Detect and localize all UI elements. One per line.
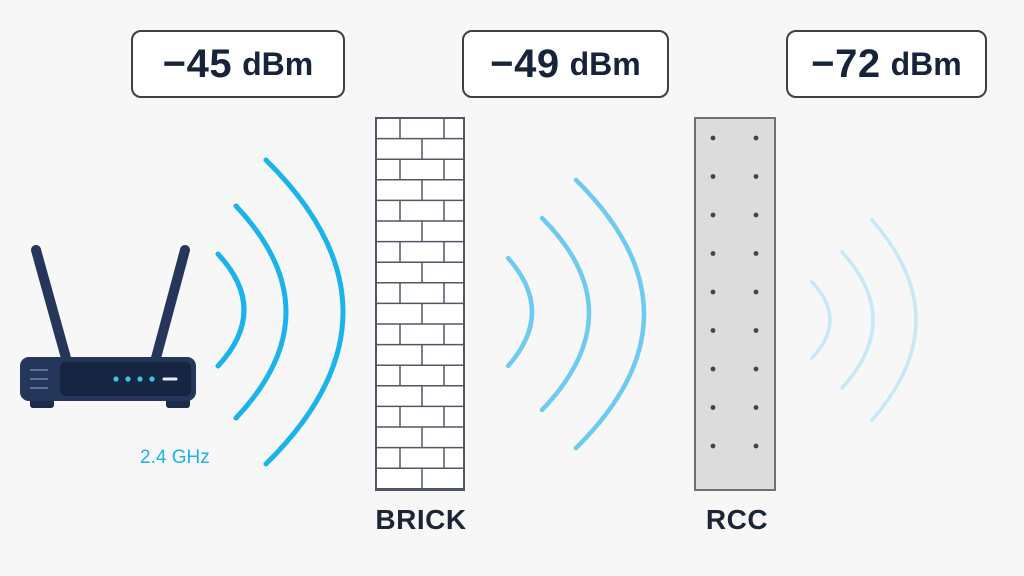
rcc-wall-outline xyxy=(694,117,776,491)
rebar-dot xyxy=(753,212,759,218)
signal-arc xyxy=(233,203,289,421)
signal-arc xyxy=(870,218,918,422)
signal-waves-weak xyxy=(810,218,918,422)
signal-waves-medium xyxy=(505,177,647,451)
rebar-dot xyxy=(710,212,716,218)
rebar-dot xyxy=(753,251,759,256)
rebar-dot xyxy=(710,328,716,333)
signal-reading-3: −72 dBm xyxy=(786,30,987,98)
router-led xyxy=(137,376,143,382)
rebar-dot xyxy=(710,405,716,410)
signal-reading-unit: dBm xyxy=(890,46,962,82)
signal-arc xyxy=(840,250,875,390)
router-antenna-left xyxy=(31,245,71,363)
rebar-dot xyxy=(753,443,759,449)
signal-arc xyxy=(263,157,346,467)
signal-reading-unit: dBm xyxy=(569,46,641,82)
signal-arc xyxy=(215,251,247,369)
rebar-dot xyxy=(753,366,759,372)
rebar-dot xyxy=(753,174,759,179)
rebar-dot xyxy=(753,405,759,410)
rebar-dot xyxy=(710,443,716,449)
router-led xyxy=(113,376,119,382)
router-antenna-right xyxy=(151,245,190,363)
router-led xyxy=(149,376,155,382)
rebar-dot xyxy=(753,135,759,141)
frequency-band-label: 2.4 GHz xyxy=(140,447,210,468)
rebar-dot xyxy=(710,366,716,372)
signal-reading-value: −45 xyxy=(162,42,233,86)
wall-label-brick: BRICK xyxy=(375,504,467,535)
wifi-router-icon xyxy=(20,245,196,408)
rebar-dot xyxy=(753,328,759,333)
rebar-dot xyxy=(753,289,759,295)
signal-arc xyxy=(810,280,832,360)
brick-wall xyxy=(375,117,465,491)
signal-reading-value: −49 xyxy=(490,42,560,86)
rebar-dot xyxy=(710,174,716,179)
signal-reading-unit: dBm xyxy=(242,46,314,82)
router-led xyxy=(125,376,131,382)
signal-waves-strong xyxy=(215,157,346,467)
signal-arc xyxy=(539,215,592,413)
signal-arc xyxy=(573,177,647,451)
signal-arc xyxy=(505,255,535,369)
signal-reading-1: −45 dBm xyxy=(131,30,345,98)
wall-label-rcc: RCC xyxy=(705,504,769,535)
signal-reading-2: −49 dBm xyxy=(462,30,669,98)
rebar-dot xyxy=(710,135,716,141)
rebar-dot xyxy=(710,289,716,295)
signal-reading-value: −72 xyxy=(811,42,881,86)
rcc-wall xyxy=(694,117,776,491)
rebar-dot xyxy=(710,251,716,256)
